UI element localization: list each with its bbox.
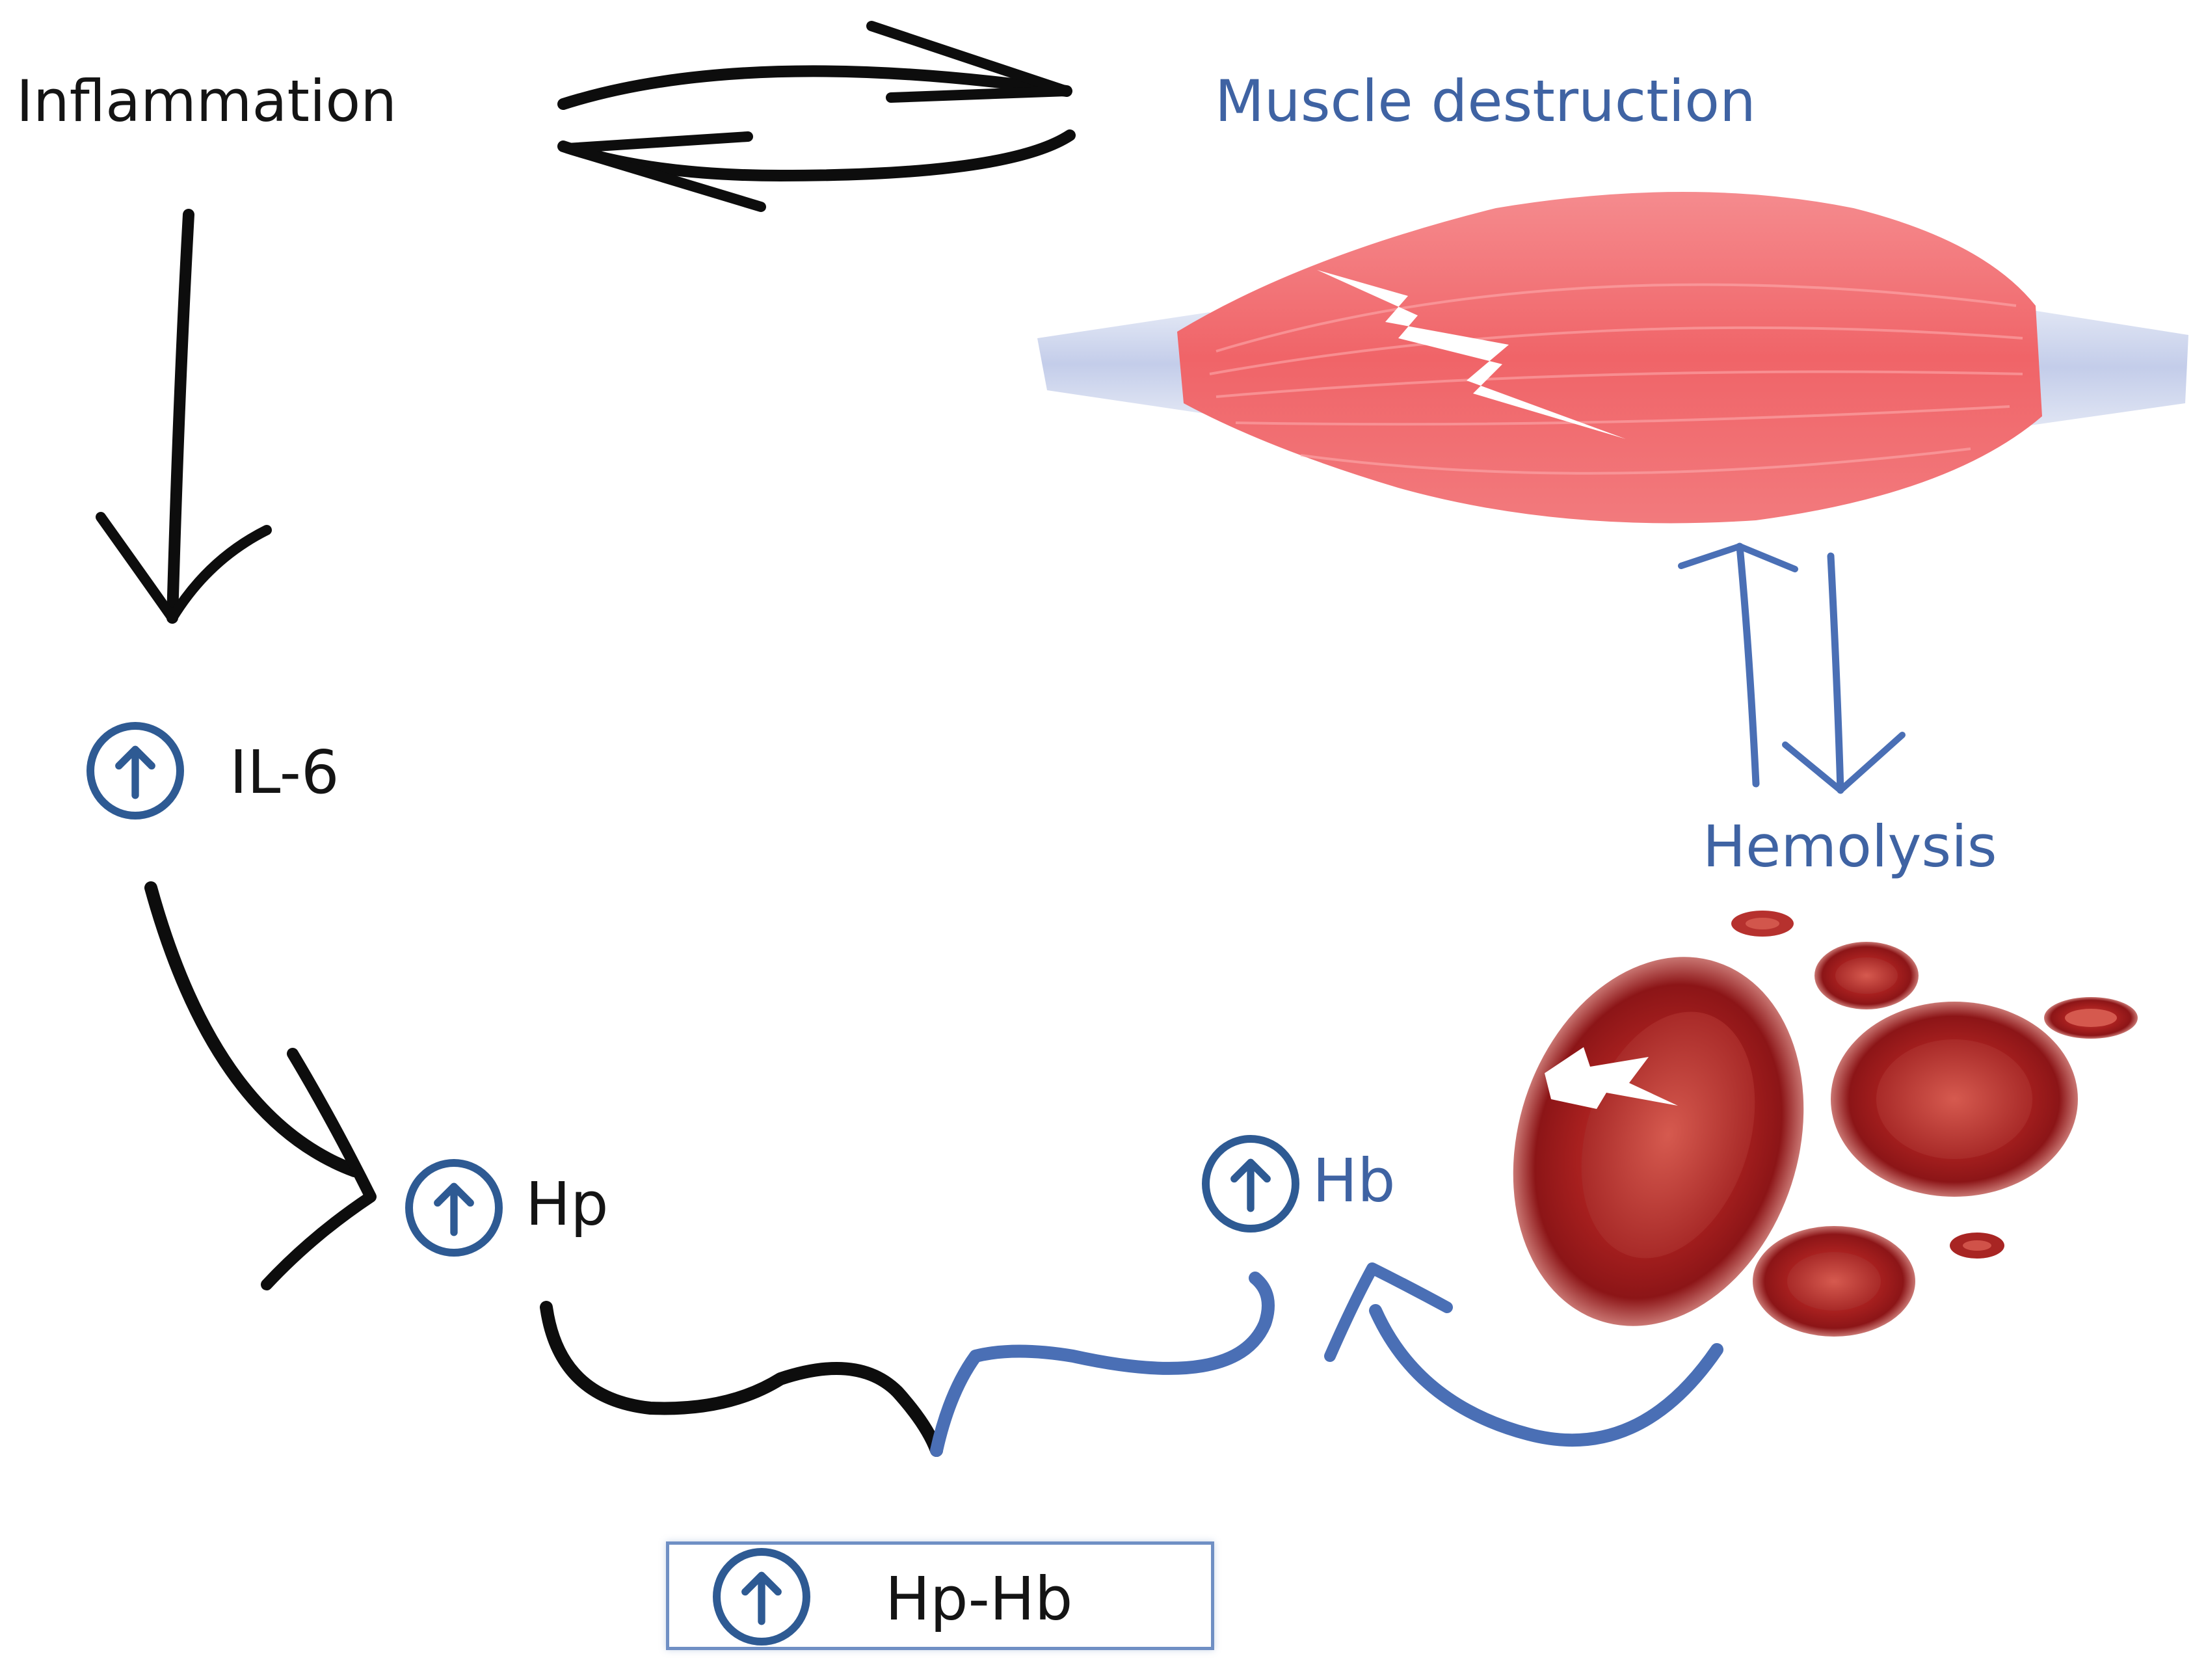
hb-binding-strand <box>930 1272 1275 1457</box>
left-tendon <box>1037 312 1223 416</box>
hp-hb-up-arrow-circle-icon <box>713 1548 810 1646</box>
hp-up-arrow-circle-icon <box>405 1159 503 1257</box>
label-il6: IL-6 <box>230 738 339 807</box>
hp-hb-complex-box: Hp-Hb <box>666 1541 1214 1650</box>
arrow-inflammation-to-il6 <box>96 209 272 624</box>
label-hp: Hp <box>525 1169 609 1239</box>
muscle-belly <box>1177 192 2042 524</box>
arrow-hemolysis-to-muscle <box>1736 542 1760 788</box>
muscle-fibers <box>1209 283 2023 475</box>
arrowhead-to-inflammation <box>562 131 766 212</box>
ruptured-red-blood-cells-illustration <box>1513 911 2138 1337</box>
arrow-cells-to-hb <box>1324 1262 1723 1447</box>
hb-up-arrow-circle-icon <box>1202 1135 1299 1233</box>
arrow-to-muscle-destruction <box>557 65 1072 110</box>
arrowhead-to-muscle-destruction <box>866 21 1072 103</box>
label-inflammation: Inflammation <box>16 68 397 135</box>
reciprocal-arrows <box>557 21 1076 212</box>
il6-up-arrow-circle-icon <box>86 722 184 820</box>
muscle-hemolysis-arrows <box>1678 542 1906 794</box>
muscle-tear <box>1317 270 1626 439</box>
arrow-il6-to-hp <box>144 881 377 1290</box>
label-hemolysis: Hemolysis <box>1703 813 1997 880</box>
arrow-muscle-to-hemolysis <box>1827 552 1844 794</box>
torn-muscle-illustration <box>1037 192 2188 524</box>
label-muscle-destruction: Muscle destruction <box>1215 68 1756 135</box>
right-tendon <box>2003 306 2188 429</box>
binding-wave <box>540 1272 1275 1457</box>
cell-rupture-mark <box>1545 1047 1678 1109</box>
label-hp-hb: Hp-Hb <box>885 1564 1073 1634</box>
hp-binding-strand <box>540 1301 943 1457</box>
label-hb: Hb <box>1312 1146 1396 1216</box>
